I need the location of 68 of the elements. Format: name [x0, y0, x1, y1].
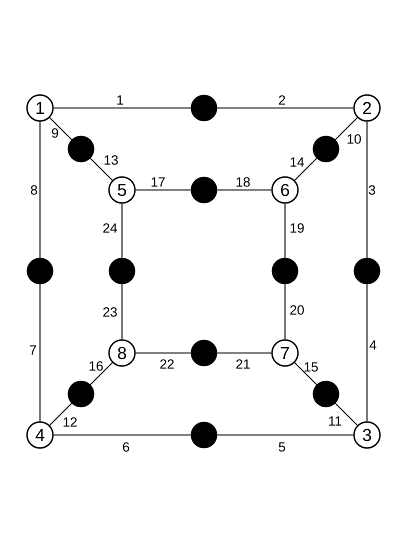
numbered-vertex: 6 — [271, 176, 299, 204]
numbered-vertex: 5 — [108, 176, 136, 204]
edge-line — [284, 284, 286, 340]
edge-label: 5 — [278, 442, 286, 452]
edge-label: 7 — [30, 345, 36, 355]
edge-label: 6 — [122, 442, 130, 452]
edge-line — [49, 117, 72, 140]
vertex-dot — [68, 380, 94, 408]
vertex-dot — [26, 258, 54, 284]
edge-line — [54, 107, 191, 109]
edge-label: 12 — [64, 417, 77, 427]
edge-line — [121, 284, 123, 340]
edge-line — [136, 189, 191, 191]
numbered-vertex: 7 — [271, 339, 299, 367]
edge-label: 8 — [30, 185, 38, 195]
edge-line — [335, 403, 358, 426]
vertex-dot — [272, 258, 298, 284]
edge-label: 3 — [368, 185, 376, 195]
vertex-dot — [108, 258, 136, 284]
vertex-dot — [354, 258, 380, 284]
edge-label: 13 — [104, 155, 118, 165]
edge-label: 10 — [348, 134, 361, 144]
edge-label: 20 — [290, 305, 304, 315]
vertex-dot — [190, 176, 218, 204]
edge-line — [284, 204, 286, 258]
edge-line — [54, 434, 191, 436]
numbered-vertex: 4 — [26, 421, 54, 449]
edge-line — [294, 362, 317, 385]
edge-line — [90, 158, 113, 181]
edge-line — [136, 352, 191, 354]
vertex-dot — [190, 422, 218, 448]
edge-line — [217, 107, 354, 109]
edge-label: 11 — [329, 416, 342, 426]
numbered-vertex: 1 — [26, 94, 54, 122]
edge-line — [217, 352, 272, 354]
edge-label: 2 — [278, 95, 286, 105]
numbered-vertex: 2 — [353, 94, 381, 122]
edge-line — [366, 122, 368, 258]
edge-label: 16 — [90, 361, 103, 371]
edge-line — [49, 403, 72, 426]
edge-line — [39, 284, 41, 422]
edge-label: 9 — [52, 128, 58, 138]
edge-line — [335, 117, 358, 140]
numbered-vertex: 8 — [108, 339, 136, 367]
edge-line — [121, 204, 123, 258]
edge-label: 17 — [152, 177, 165, 187]
edge-label: 4 — [370, 340, 376, 350]
edge-label: 1 — [117, 95, 124, 105]
vertex-dot — [312, 136, 340, 162]
numbered-vertex: 3 — [353, 421, 381, 449]
edge-label: 21 — [236, 359, 250, 369]
edge-label: 22 — [160, 359, 174, 369]
edge-label: 23 — [103, 307, 117, 317]
edge-line — [217, 189, 272, 191]
edge-label: 18 — [236, 177, 250, 187]
edge-line — [294, 158, 317, 181]
edge-label: 19 — [290, 223, 304, 233]
vertex-dot — [190, 94, 218, 122]
edge-line — [90, 362, 113, 385]
edge-line — [217, 434, 354, 436]
vertex-dot — [190, 340, 218, 366]
edge-line — [366, 284, 368, 422]
vertex-dot — [68, 136, 94, 162]
vertex-dot — [312, 380, 340, 408]
edge-label: 24 — [103, 223, 118, 233]
edge-line — [39, 122, 41, 258]
edge-label: 14 — [290, 157, 304, 167]
edge-label: 15 — [304, 362, 318, 372]
